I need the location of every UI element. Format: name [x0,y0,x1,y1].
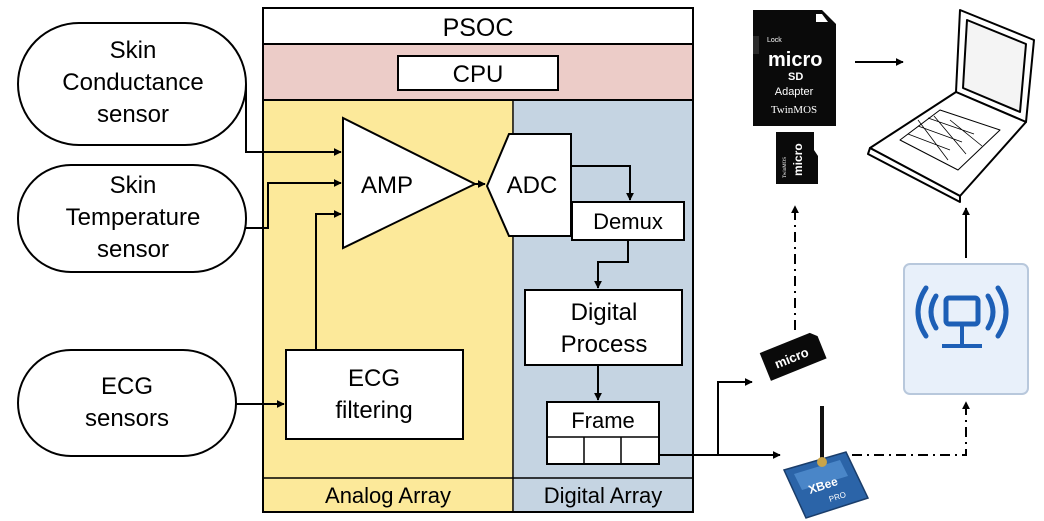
microsd-card-icon: micro TwinMOS [776,132,818,184]
amp-label: AMP [361,172,413,199]
digital-process-block: Digital Process [524,289,683,366]
digital-process-line-1: Digital [571,299,638,326]
sd-adapter-icon: Lock micro SD Adapter TwinMOS [753,10,836,126]
signal-connectors [236,58,970,459]
ecg-filtering-line-1: ECG [348,365,400,392]
laptop-icon [867,9,1035,203]
sd-adapter-brand: micro [768,49,822,71]
skin-temperature-line-2: Temperature [66,204,201,231]
wireless-connectors [791,205,970,456]
microsd-card-brand: micro [791,143,805,176]
digital-array-label: Digital Array [544,483,663,508]
frame-label: Frame [571,408,635,433]
ecg-filtering-block: ECG filtering [285,349,464,440]
skin-conductance-line-3: sensor [97,101,169,128]
sd-adapter-lock-text: Lock [767,37,782,44]
wireless-router-icon [903,263,1029,395]
skin-temperature-sensor: Skin Temperature sensor [17,164,247,273]
microsd-small-icon: micro [759,332,827,381]
microsd-card-maker: TwinMOS [783,157,788,178]
demux-label: Demux [593,209,663,234]
arrow-demux-to-process [594,240,629,289]
ecg-filtering-line-2: filtering [335,397,412,424]
frame-block: Frame [546,401,660,465]
arrow-conductance-to-amp [245,84,342,156]
xbee-module-icon: XBee PRO [782,406,870,519]
amp-block: AMP [342,116,478,250]
sd-adapter-sd: SD [788,71,803,83]
skin-conductance-line-2: Conductance [62,69,203,96]
cpu-label: CPU [453,61,504,88]
cpu-box [397,55,559,91]
adc-block: ADC [485,133,572,237]
arrow-temperature-to-amp [246,179,342,229]
skin-temperature-line-3: sensor [97,236,169,263]
arrow-adc-to-demux [571,165,634,201]
arrow-xbee-to-router [852,401,970,456]
analog-array-label: Analog Array [325,483,451,508]
arrow-ecg-filter-to-amp [315,210,342,350]
sd-adapter-maker: TwinMOS [771,104,817,116]
ecg-sensors: ECG sensors [17,349,237,457]
adc-label: ADC [507,172,558,199]
skin-conductance-sensor: Skin Conductance sensor [17,22,247,146]
sd-adapter-adapter-text: Adapter [775,86,814,98]
psoc-title: PSOC [443,14,514,42]
digital-process-line-2: Process [561,331,648,358]
skin-conductance-line-1: Skin [110,37,157,64]
ecg-sensors-line-1: ECG [101,373,153,400]
demux-block: Demux [571,201,685,241]
ecg-sensors-line-2: sensors [85,405,169,432]
skin-temperature-line-1: Skin [110,172,157,199]
